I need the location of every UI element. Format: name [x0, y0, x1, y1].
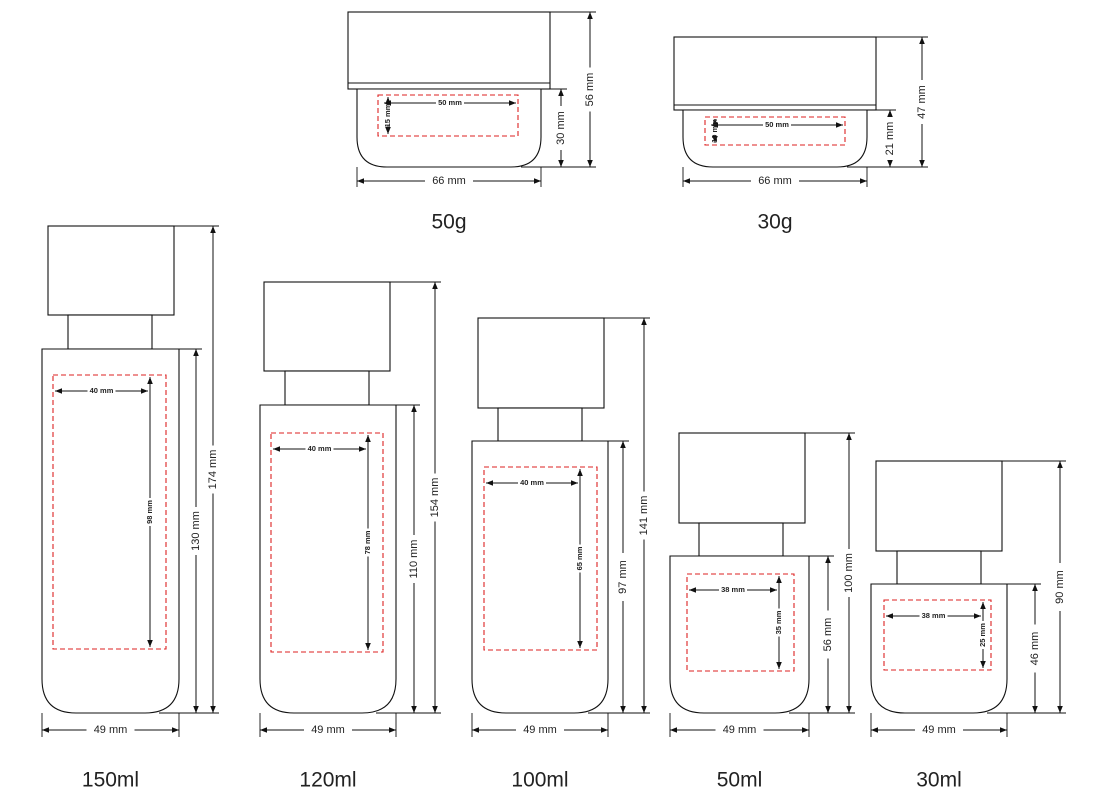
jar-30g-label-area	[704, 116, 846, 146]
bottle-150ml-cap	[47, 225, 175, 316]
bottle-100ml-caption: 100ml	[511, 769, 568, 792]
bottle-150ml-total-height-text: 174 mm	[207, 450, 219, 490]
jar-30g-total-height-text: 47 mm	[916, 85, 928, 119]
jars-group: 50 mm 15 mm 56 mm 30 mm 66 mm 50g 50 mm 10 mm 47…	[347, 11, 928, 234]
bottle-100ml-body	[471, 440, 609, 714]
bottle-30ml-neck	[896, 550, 982, 585]
bottle-120ml-width-text: 49 mm	[311, 724, 345, 736]
bottle-150ml-caption: 150ml	[82, 769, 139, 792]
bottle-120ml-label-width-text: 40 mm	[308, 444, 332, 453]
bottle-100ml-total-height-text: 141 mm	[638, 496, 650, 536]
bottle-150ml-body-height-text: 130 mm	[190, 511, 202, 551]
bottle-50ml-label-height-text: 35 mm	[774, 610, 783, 634]
bottle-150ml-neck	[67, 314, 153, 350]
bottle-150ml-label-height-text: 98 mm	[145, 500, 154, 524]
bottle-50ml-cap	[678, 432, 806, 524]
bottle-120ml-total-height-text: 154 mm	[429, 478, 441, 518]
bottle-100ml-label-height-text: 65 mm	[575, 546, 584, 570]
bottle-50ml-total-height-text: 100 mm	[843, 553, 855, 593]
bottle-150ml: 40 mm 98 mm 174 mm 130 mm 49 mm 150ml	[41, 225, 219, 792]
bottle-120ml-body	[259, 404, 397, 714]
bottle-50ml-width-text: 49 mm	[723, 724, 757, 736]
bottle-100ml: 40 mm 65 mm 141 mm 97 mm 49 mm 100ml	[471, 317, 650, 792]
bottle-100ml-cap	[477, 317, 605, 409]
jar-50g-body	[356, 88, 542, 168]
bottle-30ml-body	[870, 583, 1008, 714]
bottle-100ml-label-width-text: 40 mm	[520, 478, 544, 487]
jar-30g-width-text: 66 mm	[758, 175, 792, 187]
bottle-50ml-label-width-text: 38 mm	[721, 585, 745, 594]
jar-50g-body-height-text: 30 mm	[555, 111, 567, 145]
bottle-30ml-total-height-text: 90 mm	[1054, 570, 1066, 604]
jar-30g-body-height-text: 21 mm	[884, 122, 896, 156]
jar-50g-label-width-text: 50 mm	[438, 98, 462, 107]
bottle-30ml-caption: 30ml	[916, 769, 962, 792]
bottle-120ml-cap	[263, 281, 391, 372]
jar-50g-label-area	[377, 94, 519, 137]
bottle-30ml-body-height-text: 46 mm	[1029, 632, 1041, 666]
bottle-50ml-neck	[698, 522, 784, 557]
jar-30g-body	[682, 109, 868, 168]
jar-50g-cap	[347, 11, 551, 90]
bottle-50ml-caption: 50ml	[717, 769, 763, 792]
bottle-100ml-width-text: 49 mm	[523, 724, 557, 736]
bottle-30ml-width-text: 49 mm	[922, 724, 956, 736]
bottle-50ml-label-area	[686, 573, 795, 672]
bottle-120ml: 40 mm 78 mm 154 mm 110 mm 49 mm 120ml	[259, 281, 441, 792]
bottle-120ml-caption: 120ml	[299, 769, 356, 792]
jar-30g-caption: 30g	[757, 211, 792, 234]
jar-50g-caption: 50g	[431, 211, 466, 234]
bottle-50ml: 38 mm 35 mm 100 mm 56 mm 49 mm 50ml	[669, 432, 855, 792]
bottle-50ml-body	[669, 555, 810, 714]
jar-50g-width-text: 66 mm	[432, 175, 466, 187]
bottle-150ml-label-area	[52, 374, 167, 650]
bottle-120ml-body-height-text: 110 mm	[408, 540, 420, 579]
bottle-30ml-label-width-text: 38 mm	[922, 611, 946, 620]
jar-30g-label-height-text: 10 mm	[710, 119, 719, 143]
bottle-30ml: 38 mm 25 mm 90 mm 46 mm 49 mm 30ml	[870, 460, 1066, 792]
bottle-50ml-body-height-text: 56 mm	[822, 618, 834, 652]
bottle-100ml-label-area	[483, 466, 598, 651]
bottle-30ml-label-height-text: 25 mm	[978, 623, 987, 647]
jar-30g: 50 mm 10 mm 47 mm 21 mm 66 mm 30g	[673, 36, 928, 234]
bottle-100ml-neck	[497, 407, 583, 442]
jar-50g-label-height-text: 15 mm	[383, 103, 392, 127]
bottle-30ml-cap	[875, 460, 1003, 552]
bottle-120ml-label-height-text: 78 mm	[363, 530, 372, 554]
jar-30g-cap	[673, 36, 877, 111]
bottle-120ml-neck	[284, 370, 370, 406]
jar-50g: 50 mm 15 mm 56 mm 30 mm 66 mm 50g	[347, 11, 596, 234]
bottle-150ml-label-width-text: 40 mm	[90, 386, 114, 395]
bottle-100ml-body-height-text: 97 mm	[617, 560, 629, 594]
jar-50g-total-height-text: 56 mm	[584, 73, 596, 107]
bottles-group: 40 mm 98 mm 174 mm 130 mm 49 mm 150ml 40 mm 78 …	[41, 225, 1066, 792]
bottle-150ml-width-text: 49 mm	[94, 724, 128, 736]
jar-30g-label-width-text: 50 mm	[765, 120, 789, 129]
bottle-150ml-body	[41, 348, 180, 714]
bottle-120ml-label-area	[270, 432, 384, 653]
